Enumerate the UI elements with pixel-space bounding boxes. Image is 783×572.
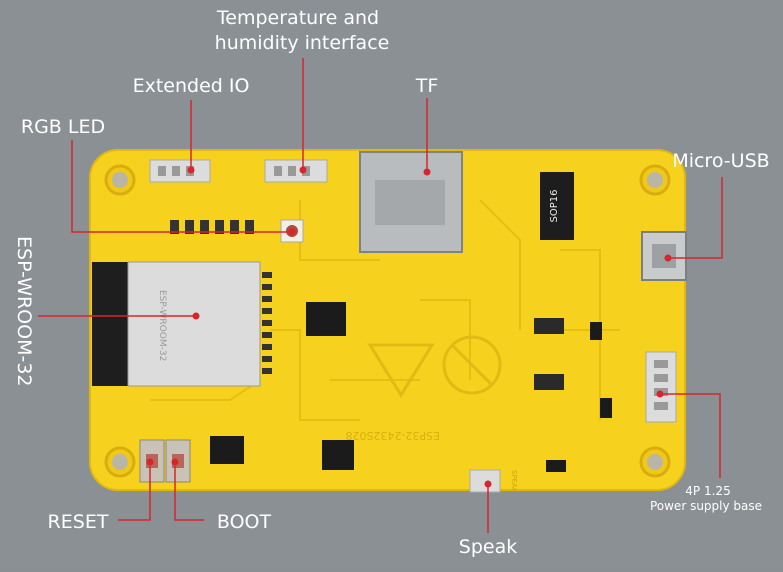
label-speak: Speak [459, 536, 517, 558]
pointer-lines [38, 58, 723, 533]
module-pins [262, 272, 272, 374]
ic-chip-right5 [546, 460, 566, 472]
label-reset: RESET [48, 511, 109, 533]
label-power-supply-line1: 4P 1.25 [685, 484, 730, 498]
pointer-micro-usb [668, 177, 723, 259]
silkscreen-logos [367, 335, 502, 398]
tf-card-slot [359, 151, 463, 253]
resistor-row [170, 220, 254, 234]
pointer-reset [118, 466, 151, 521]
pointer-dots [146, 166, 672, 488]
temperature-humidity-connector [264, 159, 328, 183]
label-esp-wroom-32: ESP-WROOM-32 [13, 236, 35, 387]
ic-chip-bottom-left [210, 436, 244, 464]
board-silk-label: ESP32-2432S028 [345, 429, 440, 442]
ic-chip-right2 [534, 374, 564, 390]
label-tf: TF [415, 75, 439, 97]
speaker-connector: SPEAK [469, 469, 518, 493]
mounting-holes [104, 164, 671, 478]
label-extended-io: Extended IO [133, 75, 250, 97]
esp-wroom-32-module: ESP-WROOM-32 [92, 261, 261, 387]
label-boot: BOOT [217, 511, 272, 533]
ic-chip-right1 [534, 318, 564, 334]
pcb-board [89, 149, 686, 491]
label-power-supply-line2: Power supply base [650, 499, 762, 513]
speak-silk-label: SPEAK [510, 470, 518, 493]
ic-chip-right3 [590, 322, 602, 340]
sop16-label: SOP16 [549, 190, 560, 223]
power-supply-connector [645, 351, 677, 423]
label-temperature-humidity-line2: humidity interface [215, 32, 390, 54]
ic-chip-bottom-center [322, 440, 354, 470]
ic-chip-center [306, 302, 346, 336]
pointer-rgb-led [71, 140, 292, 233]
extended-io-connector [149, 159, 211, 183]
micro-usb-port [641, 231, 687, 281]
pointer-boot [174, 466, 204, 521]
pointer-power-supply [660, 393, 721, 478]
label-temperature-humidity-line1: Temperature and [216, 7, 379, 29]
module-silk-label: ESP-WROOM-32 [157, 290, 167, 361]
label-rgb-led: RGB LED [21, 116, 105, 138]
sop16-chip: SOP16 [540, 172, 574, 240]
label-micro-usb: Micro-USB [672, 150, 769, 172]
ic-chip-right4 [600, 398, 612, 418]
